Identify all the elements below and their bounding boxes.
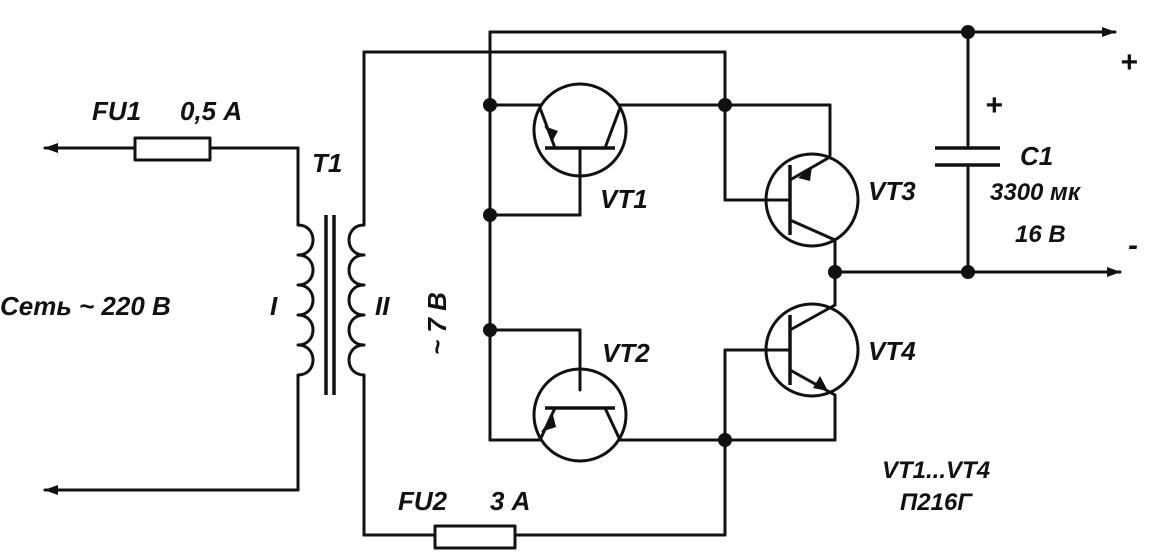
c1-label: C1 <box>1020 141 1053 171</box>
secondary-label: II <box>375 291 390 321</box>
fuse-fu2 <box>433 524 517 550</box>
secondary-winding <box>347 223 366 387</box>
mains-wires <box>43 143 300 495</box>
fu1-rating: 0,5 А <box>180 96 242 126</box>
transistor-vt4 <box>764 302 860 398</box>
vt4-label: VT4 <box>868 336 916 366</box>
fuse-fu1 <box>133 136 212 162</box>
capacitor-plus: + <box>985 89 1003 122</box>
output-plus: + <box>1120 46 1138 79</box>
vt2-label: VT2 <box>602 338 650 368</box>
transistor-vt2 <box>532 367 628 463</box>
primary-label: I <box>270 291 278 321</box>
mains-label: Сеть ~ 220 В <box>0 291 171 321</box>
c1-voltage: 16 В <box>1015 221 1066 248</box>
note-range: VT1...VT4 <box>882 457 990 484</box>
primary-winding <box>296 223 315 387</box>
output-minus: - <box>1128 229 1138 262</box>
t1-label: T1 <box>312 148 342 178</box>
secondary-voltage: ~ 7 В <box>422 292 452 355</box>
transistor-vt3 <box>764 152 860 248</box>
transformer-t1 <box>296 215 366 395</box>
secondary-wires <box>362 50 727 537</box>
fu1-name: FU1 <box>92 96 141 126</box>
transistor-vt1 <box>532 82 628 178</box>
vt1-label: VT1 <box>600 184 648 214</box>
c1-capacitance: 3300 мк <box>990 179 1082 206</box>
fu2-name: FU2 <box>398 486 448 516</box>
junctions <box>483 25 975 447</box>
capacitor-c1 <box>935 146 1000 167</box>
note-part: П216Г <box>900 489 973 516</box>
vt3-label: VT3 <box>868 176 916 206</box>
fu2-rating: 3 А <box>490 486 530 516</box>
